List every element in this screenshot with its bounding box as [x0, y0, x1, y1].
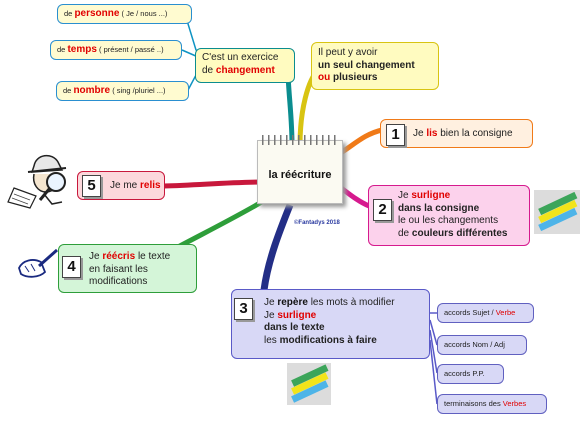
step3-highlight: surligne — [277, 309, 317, 321]
tag-accord-sujet-verbe: accords Sujet / Verbe — [437, 303, 534, 323]
tag-temps: de temps ( présent / passé ..) — [50, 40, 182, 60]
step2-node: Je surligne dans la consigne le ou les c… — [368, 185, 530, 246]
tag-red-word: Verbe — [495, 308, 516, 318]
step5-number: 5 — [82, 175, 101, 197]
tag-prefix: de — [57, 45, 66, 55]
step1-text: bien la consigne — [440, 128, 513, 139]
step2-keyword: surligne — [411, 190, 451, 201]
credit-text: ©Fantadys 2018 — [294, 220, 340, 226]
tag-text: accords P.P. — [444, 369, 485, 379]
step3-keyword: repère — [277, 297, 308, 308]
many-line2: un seul changement — [318, 59, 415, 71]
step4-node: Je réécris le texte en faisant les modif… — [58, 244, 197, 293]
step4-keyword: réécris — [102, 251, 136, 262]
tag-prefix: de — [64, 9, 73, 19]
tag-terminaisons-verbes: terminaisons des Verbes — [437, 394, 547, 414]
highlighter-pens-icon — [534, 190, 580, 234]
step2-line4: couleurs différentes — [411, 227, 508, 239]
tag-text: terminaisons des — [444, 399, 501, 409]
tag-keyword: personne — [74, 8, 120, 19]
change-node: C'est un exercice de changement — [195, 48, 295, 83]
tag-detail: ( présent / passé ..) — [98, 45, 164, 55]
tag-text: accords Sujet / — [444, 308, 494, 318]
step4-number: 4 — [62, 256, 81, 278]
step4-line1: le texte — [137, 251, 171, 262]
step3-line1: les mots à modifier — [310, 297, 395, 308]
tag-accord-nom-adj: accords Nom / Adj — [437, 335, 527, 355]
step4-line2: en faisant les — [89, 263, 148, 275]
many-changes-node: Il peut y avoir un seul changement ou pl… — [311, 42, 439, 90]
tag-detail: ( sing /pluriel ...) — [112, 86, 166, 96]
step3-line4: modifications à faire — [279, 334, 377, 346]
center-title: la réécriture — [268, 169, 332, 181]
step3-prefix: Je — [264, 297, 275, 308]
step3-node: Je repère les mots à modifier Je surlign… — [231, 289, 430, 359]
tag-text: accords Nom / Adj — [444, 340, 505, 350]
many-line3: plusieurs — [333, 72, 378, 83]
step1-number: 1 — [386, 124, 405, 146]
spiral-binding — [262, 135, 338, 145]
step3-number: 3 — [234, 298, 253, 320]
change-line1: C'est un exercice — [202, 52, 279, 63]
step2-line3: le ou les changements — [398, 215, 499, 226]
step3-line3: dans le texte — [264, 322, 325, 333]
tag-personne: de personne ( Je / nous ...) — [57, 4, 192, 24]
tag-prefix: de — [63, 86, 72, 96]
step2-line2: dans la consigne — [398, 202, 480, 214]
step2-line4-prefix: de — [398, 227, 410, 239]
step3-line4-prefix: les — [264, 334, 277, 346]
step1-prefix: Je — [413, 128, 424, 139]
step4-line3: modifications — [89, 276, 148, 287]
step2-number: 2 — [373, 199, 392, 221]
many-or: ou — [318, 72, 331, 83]
tag-accord-pp: accords P.P. — [437, 364, 504, 384]
center-notepad: la réécriture — [257, 135, 343, 204]
step4-prefix: Je — [89, 251, 100, 262]
tag-keyword: nombre — [73, 85, 111, 96]
step5-prefix: Je me — [110, 180, 138, 191]
tag-nombre: de nombre ( sing /pluriel ...) — [56, 81, 189, 101]
writing-hand-icon — [18, 248, 58, 278]
many-line1: Il peut y avoir — [318, 47, 378, 58]
tag-detail: ( Je / nous ...) — [121, 9, 168, 19]
highlighter-pens-icon — [287, 363, 331, 405]
tag-red-word: Verbes — [502, 399, 527, 409]
step3-prefix2: Je — [264, 309, 275, 321]
step1-keyword: lis — [426, 128, 438, 139]
step1-node: Je lis bien la consigne — [380, 119, 533, 148]
tag-keyword: temps — [67, 44, 97, 55]
step5-keyword: relis — [140, 180, 161, 191]
change-prefix: de — [202, 64, 214, 76]
detective-magnifier-icon — [7, 154, 67, 209]
change-keyword: changement — [215, 64, 275, 76]
step2-prefix: Je — [398, 190, 409, 201]
